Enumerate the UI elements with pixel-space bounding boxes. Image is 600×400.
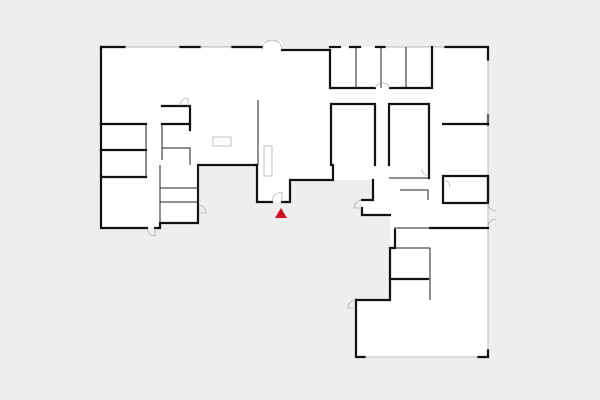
door[interactable]	[353, 199, 363, 209]
stairs	[263, 145, 273, 177]
door[interactable]	[261, 39, 283, 51]
wall	[328, 48, 377, 90]
wall	[387, 102, 431, 180]
wall	[329, 102, 377, 167]
door[interactable]	[179, 97, 189, 107]
door[interactable]	[487, 202, 497, 228]
door[interactable]	[421, 168, 430, 177]
wall	[162, 147, 191, 165]
wall	[476, 348, 490, 359]
wall	[395, 247, 431, 300]
interior-walls	[99, 45, 490, 300]
door[interactable]	[374, 82, 391, 89]
wall	[160, 104, 192, 132]
counter	[212, 136, 232, 147]
door[interactable]	[271, 191, 283, 203]
wall	[255, 163, 274, 204]
door[interactable]	[347, 299, 357, 309]
wall	[360, 178, 375, 202]
wall	[354, 298, 367, 359]
entrance-marker-icon	[275, 208, 287, 218]
door[interactable]	[146, 227, 156, 237]
wall	[280, 163, 335, 204]
wall	[99, 45, 149, 230]
wall	[153, 163, 259, 230]
door[interactable]	[197, 204, 207, 214]
wall	[360, 206, 392, 217]
wall	[443, 45, 490, 62]
wall	[400, 189, 429, 200]
door[interactable]	[442, 179, 451, 188]
doors	[146, 39, 497, 309]
wall	[388, 45, 434, 90]
wall	[354, 228, 397, 302]
